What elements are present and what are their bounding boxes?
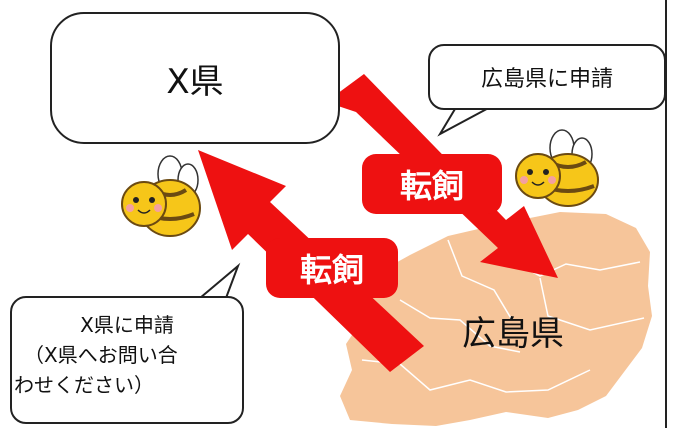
- x-prefecture-box: X県: [50, 12, 340, 144]
- speech-bubble-x-line2: （X県へお問い合: [24, 343, 178, 367]
- hiroshima-label: 広島県: [462, 314, 564, 354]
- x-prefecture-label: X県: [166, 61, 224, 102]
- arrow-label-right: 転飼: [362, 154, 502, 214]
- frame-border-line: [665, 0, 667, 428]
- arrow-label-left: 転飼: [266, 238, 398, 298]
- bubble-tail-x: [199, 262, 241, 299]
- speech-bubble-hiroshima: 広島県に申請: [428, 44, 666, 110]
- speech-bubble-x-line3: わせください）: [14, 373, 154, 397]
- bee-icon-right: [515, 129, 599, 207]
- speech-bubble-x: X県に申請 （X県へお問い合 わせください）: [10, 296, 244, 424]
- bee-icon-left: [121, 155, 201, 237]
- speech-bubble-x-line1: X県に申請: [80, 313, 174, 337]
- speech-bubble-hiroshima-text: 広島県に申請: [480, 67, 613, 92]
- bubble-tail-hiroshima: [437, 103, 497, 137]
